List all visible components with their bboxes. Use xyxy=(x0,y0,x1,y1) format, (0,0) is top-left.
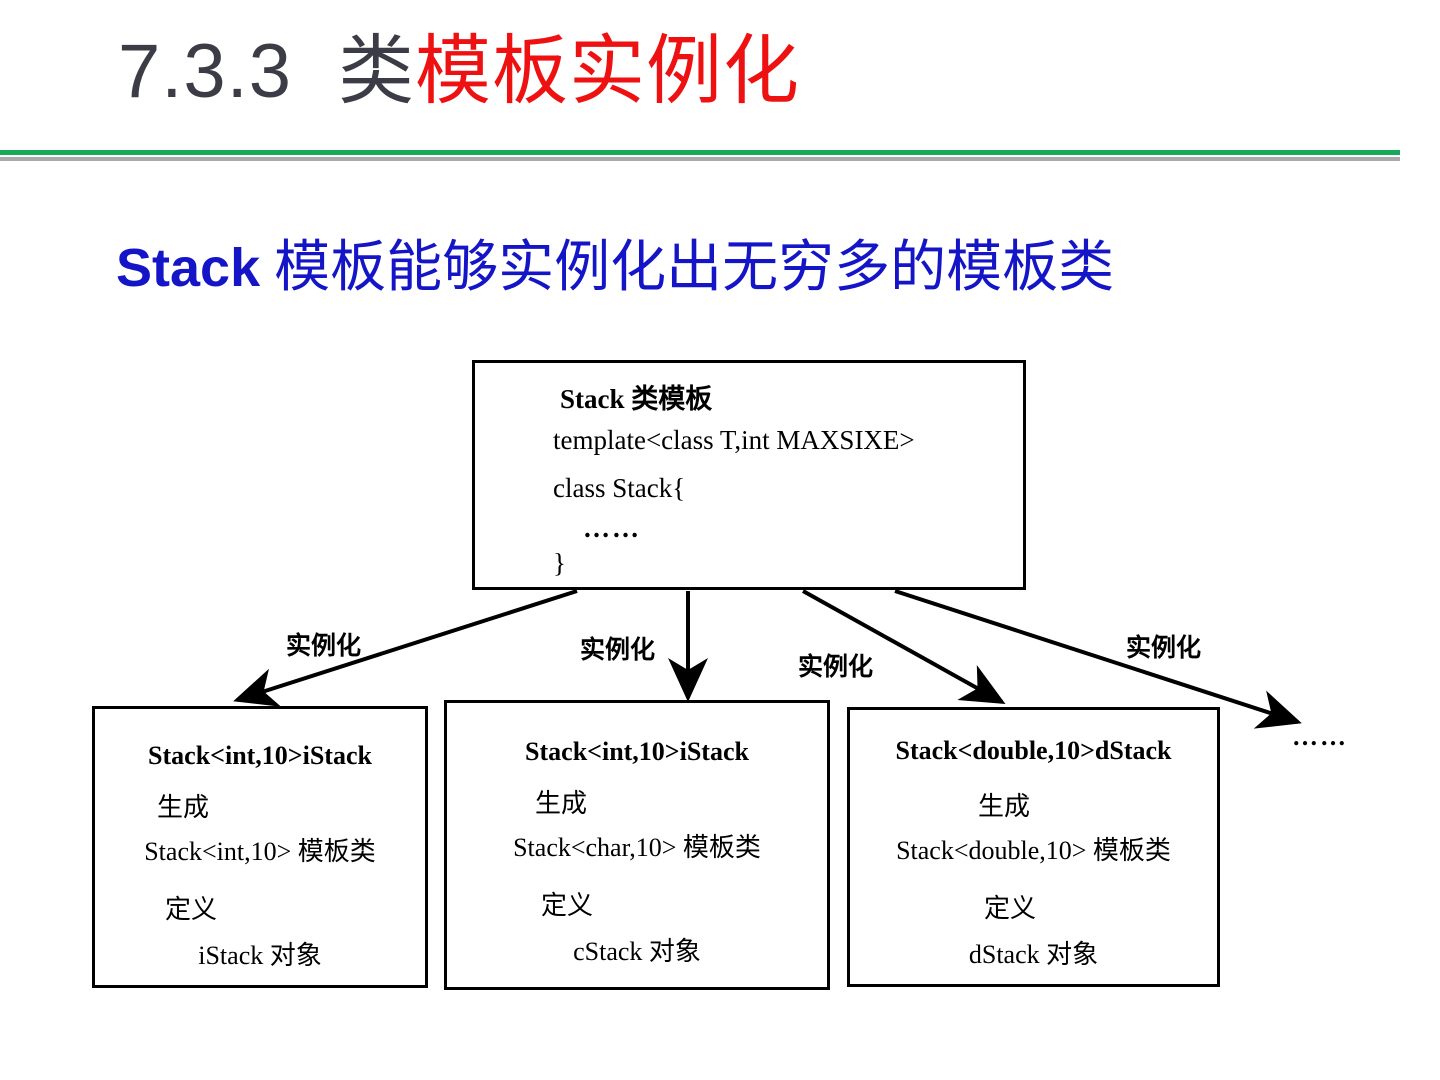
divider-shadow-line xyxy=(0,157,1400,161)
instance-box-double: Stack<double,10>dStack 生成 Stack<double,1… xyxy=(847,707,1220,987)
edge-label-instantiation-1: 实例化 xyxy=(286,633,362,660)
subtitle: Stack 模板能够实例化出无穷多的模板类 xyxy=(116,222,1114,303)
step-label-generate: 生成 xyxy=(157,793,210,822)
step-label-define: 定义 xyxy=(165,895,218,924)
step-label-define: 定义 xyxy=(984,894,1037,923)
instance-template-class: Stack<char,10> 模板类 xyxy=(513,833,761,862)
page-title: 7.3.3 类模板实例化 xyxy=(118,22,800,122)
template-box-line-2: class Stack{ xyxy=(553,473,686,503)
instance-box-int: Stack<int,10>iStack 生成 Stack<int,10> 模板类… xyxy=(92,706,428,988)
template-box-line-4: } xyxy=(553,548,566,578)
instance-template-class: Stack<double,10> 模板类 xyxy=(896,836,1171,865)
title-dark-part: 类 xyxy=(338,29,416,114)
subtitle-emphasis: Stack xyxy=(116,238,261,298)
template-box-line-1: template<class T,int MAXSIXE> xyxy=(553,425,915,455)
instance-object: cStack 对象 xyxy=(573,937,701,966)
title-number: 7.3.3 xyxy=(118,29,293,114)
subtitle-rest: 模板能够实例化出无穷多的模板类 xyxy=(260,237,1115,299)
template-class-box: Stack 类模板 template<class T,int MAXSIXE> … xyxy=(472,360,1026,590)
template-box-title: Stack 类模板 xyxy=(560,384,713,414)
instance-header: Stack<int,10>iStack xyxy=(525,737,749,766)
instance-template-class: Stack<int,10> 模板类 xyxy=(144,837,376,866)
instance-object: iStack 对象 xyxy=(198,941,322,970)
tail-ellipsis: …… xyxy=(1292,722,1348,751)
instance-box-char: Stack<int,10>iStack 生成 Stack<char,10> 模板… xyxy=(444,700,830,990)
instance-header: Stack<double,10>dStack xyxy=(895,736,1172,765)
step-label-generate: 生成 xyxy=(978,792,1031,821)
template-box-line-3: …… xyxy=(583,513,641,543)
edge-label-instantiation-4: 实例化 xyxy=(1126,635,1202,662)
divider-green-line xyxy=(0,150,1400,155)
step-label-define: 定义 xyxy=(541,891,594,920)
instance-object: dStack 对象 xyxy=(968,940,1099,969)
edge-label-instantiation-2: 实例化 xyxy=(580,637,656,664)
title-red-part: 模板实例化 xyxy=(415,29,801,114)
edge-label-instantiation-3: 实例化 xyxy=(798,654,874,681)
step-label-generate: 生成 xyxy=(535,789,588,818)
instance-header: Stack<int,10>iStack xyxy=(148,741,372,770)
instantiation-arrow-4 xyxy=(894,589,1302,729)
